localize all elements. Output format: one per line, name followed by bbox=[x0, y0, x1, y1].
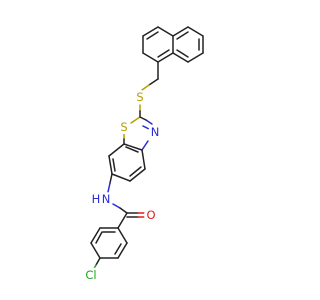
atom-label-hydrogen: H bbox=[92, 192, 101, 206]
bond bbox=[142, 26, 159, 37]
bond bbox=[172, 26, 189, 37]
atom-label-oxygen: O bbox=[146, 208, 155, 222]
bond bbox=[187, 52, 204, 63]
bond bbox=[187, 26, 204, 37]
thioether-linker bbox=[139, 61, 159, 118]
double-bond bbox=[129, 166, 142, 177]
double-bond bbox=[95, 231, 103, 244]
bond bbox=[95, 257, 101, 266]
amide-linker bbox=[107, 173, 146, 229]
bond bbox=[172, 52, 189, 63]
chlorophenyl-ring bbox=[90, 227, 128, 271]
atom-label-nitrogen: N bbox=[151, 125, 160, 139]
double-bond bbox=[112, 158, 116, 172]
bond bbox=[141, 140, 149, 151]
atom-label-chlorine: Cl bbox=[85, 268, 96, 282]
bond bbox=[129, 168, 146, 182]
bond bbox=[117, 212, 128, 229]
bond bbox=[111, 173, 131, 182]
double-bond bbox=[114, 243, 122, 255]
bond bbox=[117, 242, 128, 259]
double-bond bbox=[176, 49, 189, 58]
bond bbox=[139, 116, 147, 121]
molecule-structure: S S N N H O Cl bbox=[83, 26, 204, 283]
double-bond bbox=[125, 146, 139, 153]
bond bbox=[141, 84, 150, 91]
atom-label-sulfur: S bbox=[136, 90, 143, 104]
benzothiazole-ring bbox=[108, 116, 153, 182]
atom-labels: S S N N H O Cl bbox=[83, 90, 162, 283]
atom-label-sulfur: S bbox=[120, 120, 127, 134]
bond bbox=[108, 143, 125, 157]
bond bbox=[148, 78, 159, 86]
bond bbox=[112, 203, 121, 209]
atom-label-nitrogen: N bbox=[102, 192, 111, 206]
bond bbox=[119, 207, 128, 214]
double-bond bbox=[146, 31, 159, 40]
bond bbox=[157, 52, 174, 63]
double-bond bbox=[176, 31, 189, 40]
bond bbox=[90, 242, 101, 259]
bond bbox=[141, 149, 146, 170]
bond bbox=[157, 26, 174, 37]
bond bbox=[123, 143, 143, 151]
bond bbox=[142, 52, 159, 63]
double-bond bbox=[142, 125, 150, 130]
bond bbox=[117, 227, 128, 244]
bond bbox=[130, 116, 141, 124]
double-bond bbox=[157, 49, 170, 58]
bond bbox=[90, 227, 101, 244]
naphthalene-ring bbox=[142, 26, 204, 63]
bond bbox=[108, 155, 113, 175]
bond bbox=[145, 119, 153, 125]
bond bbox=[107, 182, 111, 193]
bond bbox=[109, 173, 113, 184]
